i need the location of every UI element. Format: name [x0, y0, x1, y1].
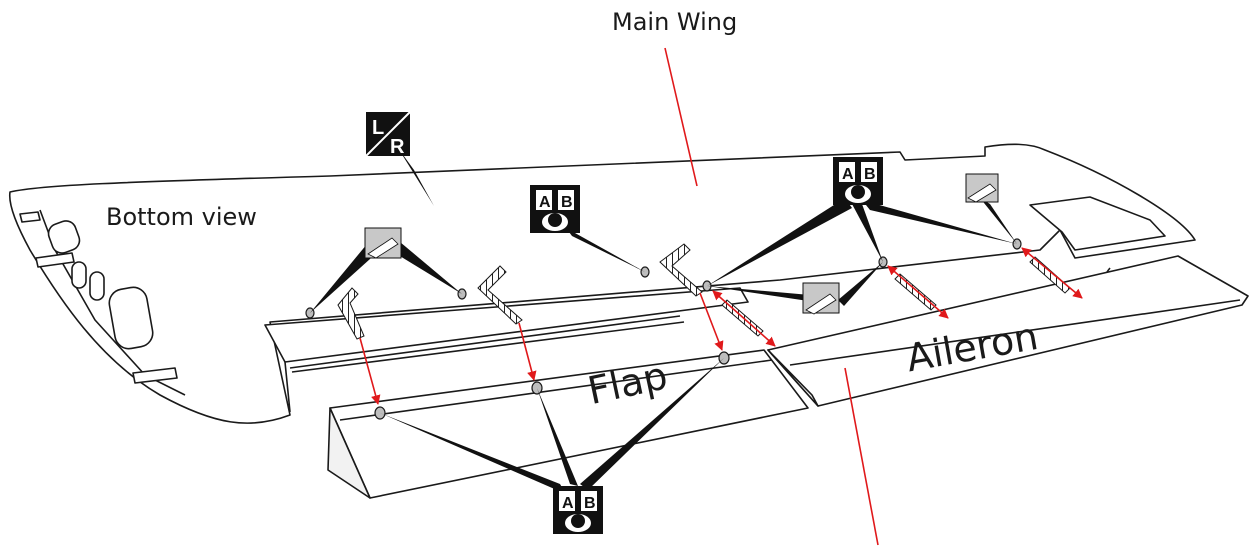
main-wing-label: Main Wing — [612, 8, 738, 36]
hinge-points — [305, 238, 1022, 420]
left-right-icon: L R — [365, 111, 411, 158]
svg-text:L: L — [372, 117, 384, 139]
ab-icon-bottom: A B — [553, 486, 603, 534]
aileron — [767, 255, 1249, 407]
main-wing-leader — [664, 47, 698, 187]
bottom-view-label: Bottom view — [106, 203, 257, 231]
assembly-arrows — [359, 247, 1083, 405]
svg-text:B: B — [864, 166, 876, 183]
svg-text:A: A — [539, 194, 551, 211]
svg-text:A: A — [842, 166, 854, 183]
svg-text:A: A — [562, 495, 574, 512]
glue-panel-icon-right — [965, 173, 999, 203]
ab-icon-center: A B — [530, 185, 580, 233]
flap — [327, 349, 809, 499]
ab-icon-right: A B — [833, 157, 883, 205]
glue-panel-icon-left — [364, 227, 402, 259]
svg-text:B: B — [584, 495, 596, 512]
svg-text:B: B — [561, 194, 573, 211]
aileron-leader — [844, 367, 879, 546]
glue-panel-icon-mid — [802, 282, 840, 315]
svg-text:R: R — [390, 136, 405, 158]
callout-spikes — [310, 148, 1017, 494]
